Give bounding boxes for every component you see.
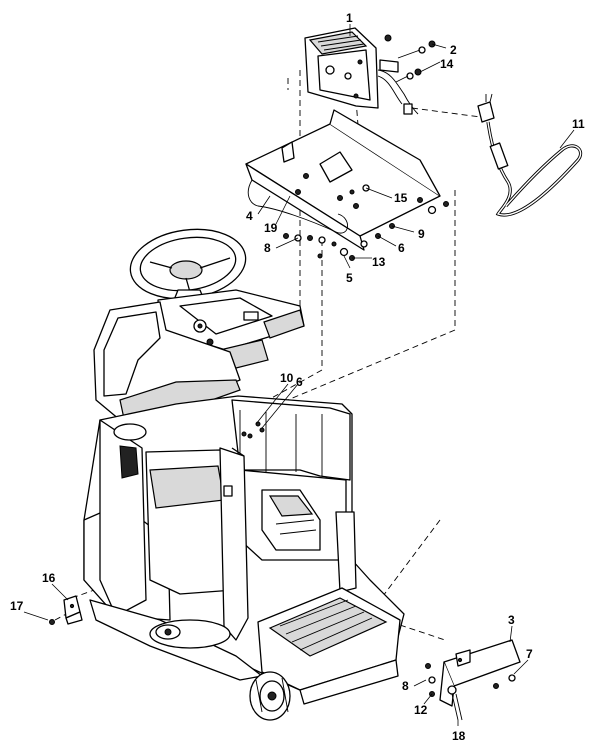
callout-16: 16: [42, 571, 56, 585]
steering-wheel: [129, 228, 247, 301]
callout-6b: 6: [296, 375, 303, 389]
callout-5: 5: [346, 271, 353, 285]
callout-19: 19: [264, 221, 278, 235]
side-bracket: [49, 595, 83, 625]
callout-10: 10: [280, 371, 294, 385]
mounting-bracket: [245, 109, 449, 251]
bracket-hardware: [283, 223, 395, 261]
callout-3: 3: [508, 613, 515, 627]
callout-9: 9: [418, 227, 425, 241]
callout-8b: 8: [402, 679, 409, 693]
callout-labels: 1 2 14 11 15 4 19 9 8 6 13 5 10 6 16 17 …: [10, 11, 585, 743]
callout-14: 14: [440, 57, 454, 71]
callout-17: 17: [10, 599, 24, 613]
callout-13: 13: [372, 255, 386, 269]
charger-module: [304, 27, 419, 115]
callout-15: 15: [394, 191, 408, 205]
callout-18: 18: [452, 729, 466, 743]
callout-4: 4: [246, 209, 253, 223]
callout-8a: 8: [264, 241, 271, 255]
machine-body: [83, 301, 405, 721]
rear-bracket: [425, 639, 521, 721]
bolt-hardware-2-14: [395, 40, 436, 83]
callout-6a: 6: [398, 241, 405, 255]
callout-7: 7: [526, 647, 533, 661]
callout-11: 11: [572, 117, 585, 131]
control-console: [157, 289, 305, 371]
callout-12: 12: [414, 703, 428, 717]
callout-1: 1: [346, 11, 353, 25]
callout-2: 2: [450, 43, 457, 57]
power-cord: [477, 93, 583, 217]
leader-lines: [23, 24, 575, 726]
